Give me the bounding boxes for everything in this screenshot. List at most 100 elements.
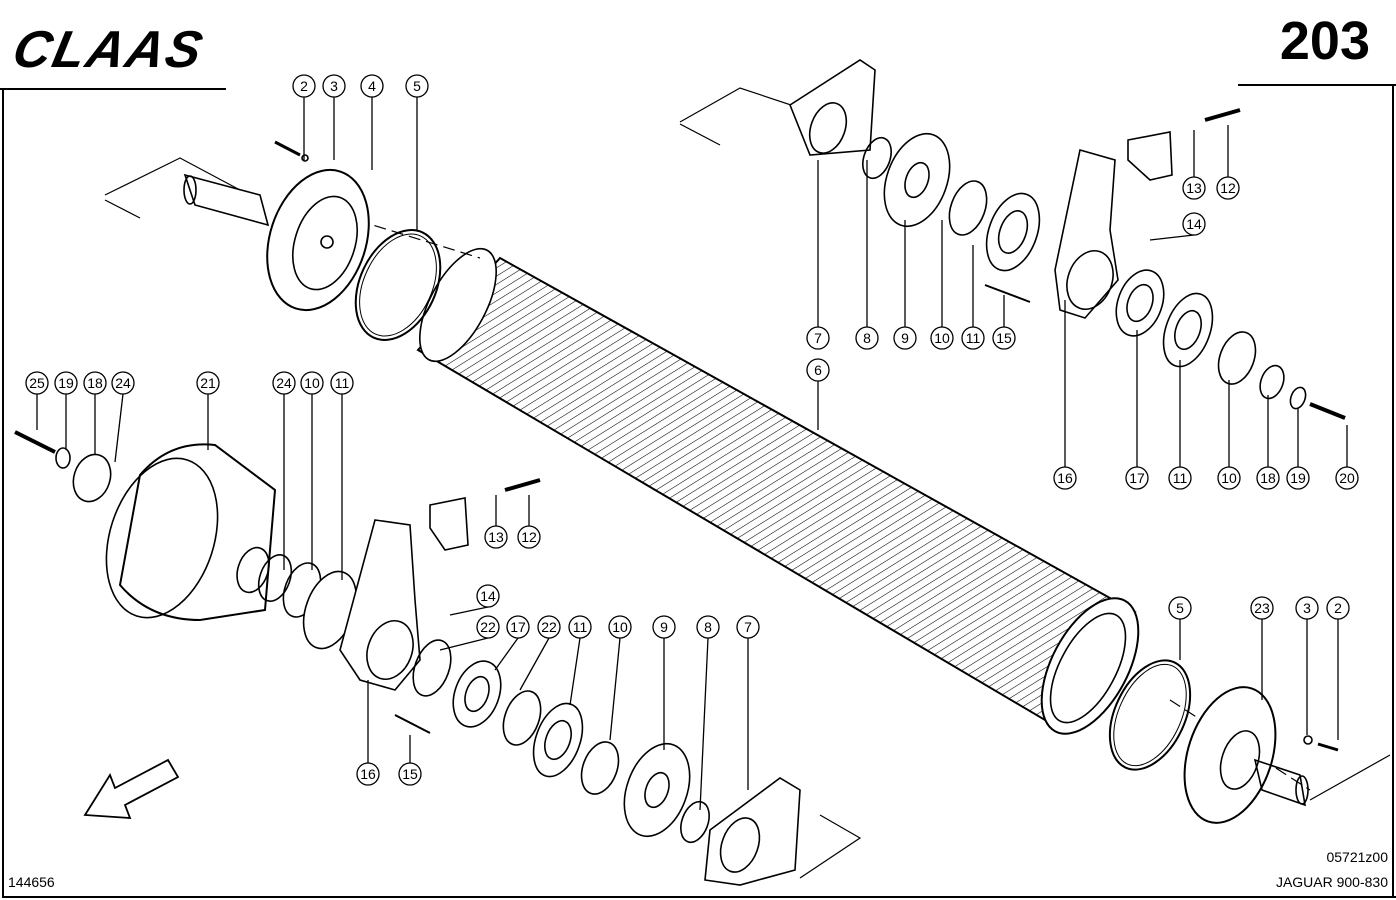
callout-bubble bbox=[330, 371, 354, 395]
callout-5: 5 bbox=[405, 74, 429, 230]
top-right-bearing-stack bbox=[789, 59, 1346, 420]
callout-label: 5 bbox=[1176, 600, 1184, 616]
callout-label: 10 bbox=[934, 330, 950, 346]
callout-10: 10 bbox=[300, 371, 324, 570]
callout-label: 18 bbox=[1260, 470, 1276, 486]
callout-label: 23 bbox=[1254, 600, 1270, 616]
callout-label: 21 bbox=[200, 375, 216, 391]
callout-bubble bbox=[1125, 466, 1149, 490]
callout-label: 14 bbox=[1186, 216, 1202, 232]
callout-10: 10 bbox=[1217, 380, 1241, 490]
callout-label: 11 bbox=[966, 330, 981, 346]
callout-11: 11 bbox=[1168, 360, 1192, 490]
callout-label: 14 bbox=[480, 588, 496, 604]
frame-bottom bbox=[2, 896, 1396, 898]
callout-bubble bbox=[696, 615, 720, 639]
callout-21: 21 bbox=[196, 371, 220, 450]
page-number: 203 bbox=[1279, 11, 1370, 71]
callout-bubble bbox=[517, 525, 541, 549]
callout-bubble bbox=[992, 326, 1016, 350]
callout-label: 10 bbox=[612, 619, 628, 635]
callout-14: 14 bbox=[449, 584, 500, 616]
callout-bubble bbox=[322, 74, 346, 98]
right-flange-shaft bbox=[1183, 686, 1339, 824]
callout-8: 8 bbox=[696, 615, 720, 811]
callout-label: 19 bbox=[1290, 470, 1306, 486]
callout-12: 12 bbox=[517, 495, 541, 549]
callout-label: 20 bbox=[1339, 470, 1355, 486]
model-label: JAGUAR 900-830 bbox=[1275, 874, 1388, 890]
frame-left bbox=[2, 88, 4, 896]
header-rule-left bbox=[0, 88, 226, 90]
callout-bubble bbox=[1182, 176, 1206, 200]
leader-line bbox=[114, 393, 124, 463]
leader-line bbox=[449, 606, 489, 616]
callout-label: 8 bbox=[863, 330, 871, 346]
callout-label: 17 bbox=[510, 619, 526, 635]
callout-bubble bbox=[537, 615, 561, 639]
callout-bubble bbox=[1256, 466, 1280, 490]
callout-bubble bbox=[806, 358, 830, 382]
callout-bubble bbox=[484, 525, 508, 549]
callout-7: 7 bbox=[806, 160, 830, 350]
callout-19: 19 bbox=[1286, 408, 1310, 490]
callout-label: 3 bbox=[1303, 600, 1311, 616]
callout-bubble bbox=[1326, 596, 1350, 620]
lower-left-bearing-stack bbox=[257, 478, 801, 886]
callout-bubble bbox=[83, 371, 107, 395]
sheet-id: 144656 bbox=[8, 874, 55, 890]
leader-line bbox=[1149, 234, 1195, 241]
leader-line bbox=[439, 637, 489, 651]
callout-7: 7 bbox=[736, 615, 760, 790]
callout-label: 15 bbox=[402, 766, 418, 782]
callout-label: 11 bbox=[573, 619, 588, 635]
callout-label: 12 bbox=[521, 529, 537, 545]
callout-label: 22 bbox=[541, 619, 557, 635]
callout-13: 13 bbox=[484, 495, 508, 549]
callout-24: 24 bbox=[111, 371, 135, 463]
callout-bubble bbox=[54, 371, 78, 395]
callout-6: 6 bbox=[806, 358, 830, 430]
callout-15: 15 bbox=[992, 295, 1016, 350]
callout-bubble bbox=[111, 371, 135, 395]
callout-15: 15 bbox=[398, 735, 422, 786]
callout-bubble bbox=[25, 371, 49, 395]
leader-line bbox=[519, 637, 550, 691]
callout-9: 9 bbox=[893, 220, 917, 350]
callout-17: 17 bbox=[1125, 330, 1149, 490]
callout-bubble bbox=[272, 371, 296, 395]
callout-bubble bbox=[806, 326, 830, 350]
callout-19: 19 bbox=[54, 371, 78, 450]
frame-right bbox=[1392, 84, 1394, 898]
callout-label: 12 bbox=[1220, 180, 1236, 196]
callout-bubble bbox=[300, 371, 324, 395]
callout-11: 11 bbox=[568, 615, 592, 706]
callout-label: 7 bbox=[814, 330, 822, 346]
callout-2: 2 bbox=[1326, 596, 1350, 740]
callout-3: 3 bbox=[1295, 596, 1319, 735]
callout-bubble bbox=[1286, 466, 1310, 490]
callout-18: 18 bbox=[83, 371, 107, 455]
callout-11: 11 bbox=[330, 371, 354, 580]
callout-bubble bbox=[568, 615, 592, 639]
callout-bubble bbox=[1182, 212, 1206, 236]
callout-bubble bbox=[292, 74, 316, 98]
callout-label: 9 bbox=[901, 330, 909, 346]
callout-20: 20 bbox=[1335, 425, 1359, 490]
callout-bubble bbox=[855, 326, 879, 350]
callout-10: 10 bbox=[608, 615, 632, 741]
callout-label: 3 bbox=[330, 78, 338, 94]
callout-label: 4 bbox=[368, 78, 376, 94]
callout-bubble bbox=[196, 371, 220, 395]
callout-bubble bbox=[736, 615, 760, 639]
callout-label: 13 bbox=[488, 529, 504, 545]
callout-bubble bbox=[1250, 596, 1274, 620]
drawing-code: 05721z00 bbox=[1326, 849, 1388, 865]
belt-pulley bbox=[14, 430, 277, 622]
callout-label: 25 bbox=[29, 375, 45, 391]
callout-bubble bbox=[652, 615, 676, 639]
header-rule-right bbox=[1238, 84, 1396, 86]
callout-label: 9 bbox=[660, 619, 668, 635]
callout-10: 10 bbox=[930, 220, 954, 350]
